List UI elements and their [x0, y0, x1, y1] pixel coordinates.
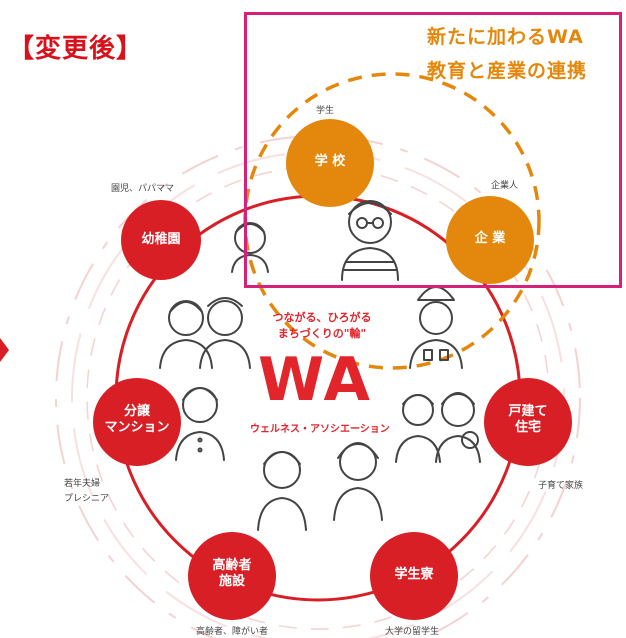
new-wa-callout-box [244, 12, 622, 288]
company-caption: 企業人 [491, 181, 519, 191]
company-node-circle [446, 196, 534, 284]
house-caption: 子育て家族 [538, 481, 584, 491]
condo-node-label-line-1: 分譲 [123, 404, 150, 419]
elderly-node-label-line-1: 高齢者 [212, 558, 252, 573]
kindergarten-node-circle [121, 200, 201, 280]
elderly-man-person-icon [257, 451, 307, 531]
center-tagline-line-1: つながる、ひろがる [272, 311, 372, 324]
elderly-woman-person-icon [175, 387, 225, 461]
left-arrow-icon [0, 338, 9, 362]
child-person-icon [231, 222, 269, 273]
dorm-node-label: 学生寮 [394, 567, 434, 582]
grandmother-person-icon [333, 442, 383, 521]
callout-line-2: 教育と産業の連携 [427, 60, 588, 82]
company-node-label: 企 業 [474, 231, 506, 246]
wa-katakana-label: ウェルネス・アソシエーション [250, 424, 390, 435]
wa-logo-text: WA [258, 345, 372, 415]
house-node-circle [484, 378, 572, 466]
elderly-node-circle [188, 532, 276, 620]
house-node-label-line-1: 戸建て [508, 404, 548, 419]
kindergarten-caption: 園児、パパママ [111, 184, 175, 194]
center-tagline: つながる、ひろがる まちづくりの"輪" [262, 310, 382, 342]
elderly-node-label: 高齢者 施設 [197, 558, 267, 591]
kindergarten-node-label: 幼稚園 [141, 232, 181, 247]
house-node-label-line-2: 住宅 [514, 420, 541, 436]
dorm-caption: 大学の留学生 [385, 627, 440, 637]
condo-node-circle [93, 378, 181, 466]
elderly-node-label-line-2: 施設 [218, 574, 245, 590]
school-node-label: 学 校 [314, 154, 346, 169]
condo-node-label: 分譲 マンション [97, 404, 177, 437]
dorm-node-circle [370, 532, 458, 620]
student-glasses-person-icon [341, 200, 399, 281]
condo-caption-line-2: プレシニア [64, 494, 110, 505]
center-tagline-line-2: まちづくりの"輪" [277, 326, 367, 340]
school-node-circle [286, 119, 374, 207]
callout-line-1: 新たに加わるWA [427, 26, 584, 48]
family-person-icon [395, 392, 481, 463]
worker-person-icon [409, 286, 463, 369]
school-caption: 学生 [316, 106, 335, 116]
parents-person-icon [159, 297, 251, 369]
condo-caption: 若年夫婦 プレシニア [64, 477, 109, 508]
condo-caption-line-1: 若年夫婦 [64, 479, 101, 489]
elderly-caption: 高齢者、障がい者 [196, 627, 269, 637]
people-illustrations [159, 200, 481, 531]
after-change-title: 【変更後】 [8, 34, 144, 64]
condo-node-label-line-2: マンション [104, 420, 170, 436]
house-node-label: 戸建て 住宅 [493, 404, 563, 437]
